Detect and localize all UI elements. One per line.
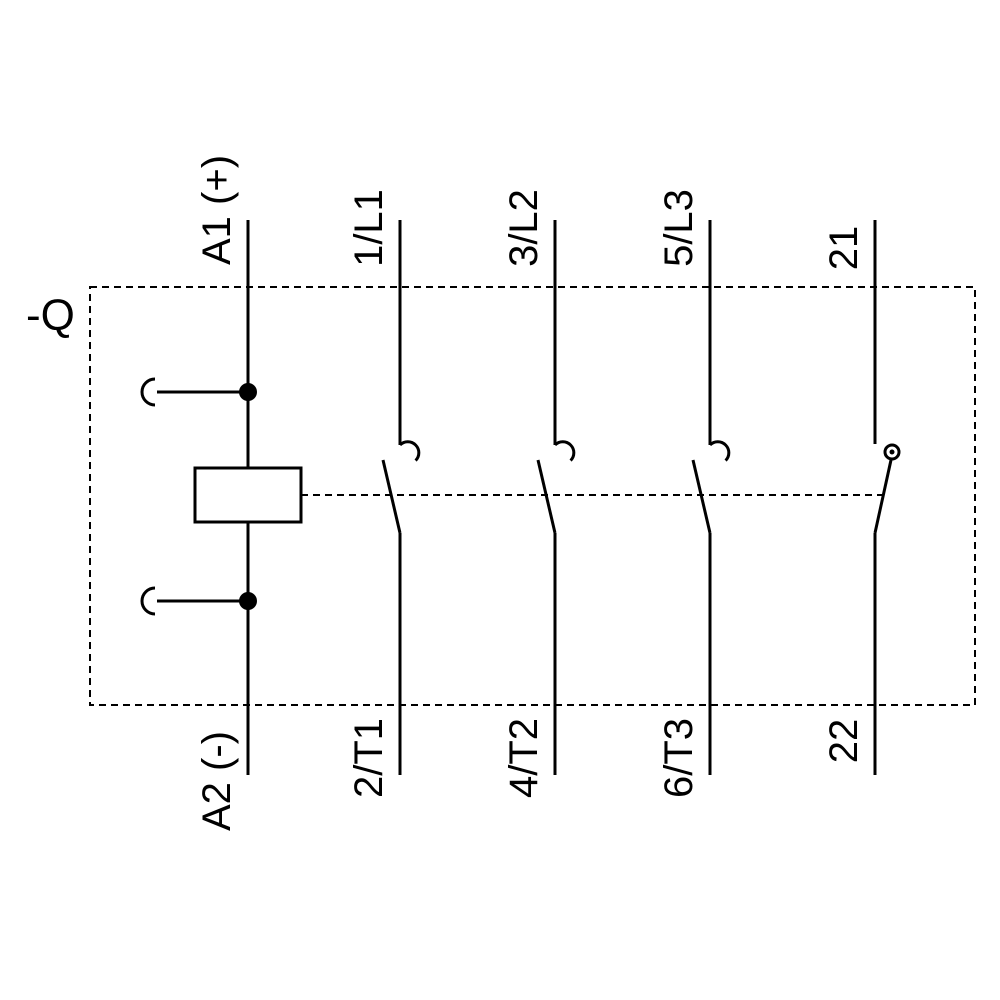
aux-moving-contact-blade: [873, 459, 893, 534]
aux-fixed-contact-dot: [889, 449, 895, 455]
terminal-label-5l3: 5/L3: [657, 189, 701, 267]
terminal-label-3l2: 3/L2: [502, 189, 546, 267]
aux-contact-21-22: 21 22: [822, 220, 901, 775]
coil-symbol: [193, 466, 303, 524]
pole2-fixed-contact-icon: [553, 440, 576, 462]
pole-l3-t3: 5/L3 6/T3: [657, 189, 731, 798]
pole1-moving-contact-blade: [381, 459, 402, 534]
terminal-label-22: 22: [822, 719, 866, 764]
terminal-label-a2: A2 (-): [195, 731, 239, 831]
device-boundary-box: [89, 286, 976, 706]
terminal-label-6t3: 6/T3: [657, 718, 701, 798]
pole3-fixed-contact-icon: [708, 440, 731, 462]
pole-l2-t2: 3/L2 4/T2: [502, 189, 576, 798]
terminal-label-2t1: 2/T1: [347, 718, 391, 798]
coil-top-clip-icon: [140, 377, 156, 407]
terminal-label-a1: A1 (+): [195, 155, 239, 265]
coil-bottom-clip-icon: [140, 586, 156, 616]
pole1-fixed-contact-icon: [398, 440, 421, 462]
pole-l1-t1: 1/L1 2/T1: [347, 189, 421, 798]
terminal-label-21: 21: [822, 226, 866, 271]
device-designator-label: -Q: [26, 291, 75, 340]
pole3-moving-contact-blade: [691, 459, 712, 534]
coil-branch: A1 (+) A2 (-): [140, 155, 303, 831]
terminal-label-1l1: 1/L1: [347, 189, 391, 267]
terminal-label-4t2: 4/T2: [502, 718, 546, 798]
pole2-moving-contact-blade: [536, 459, 557, 534]
